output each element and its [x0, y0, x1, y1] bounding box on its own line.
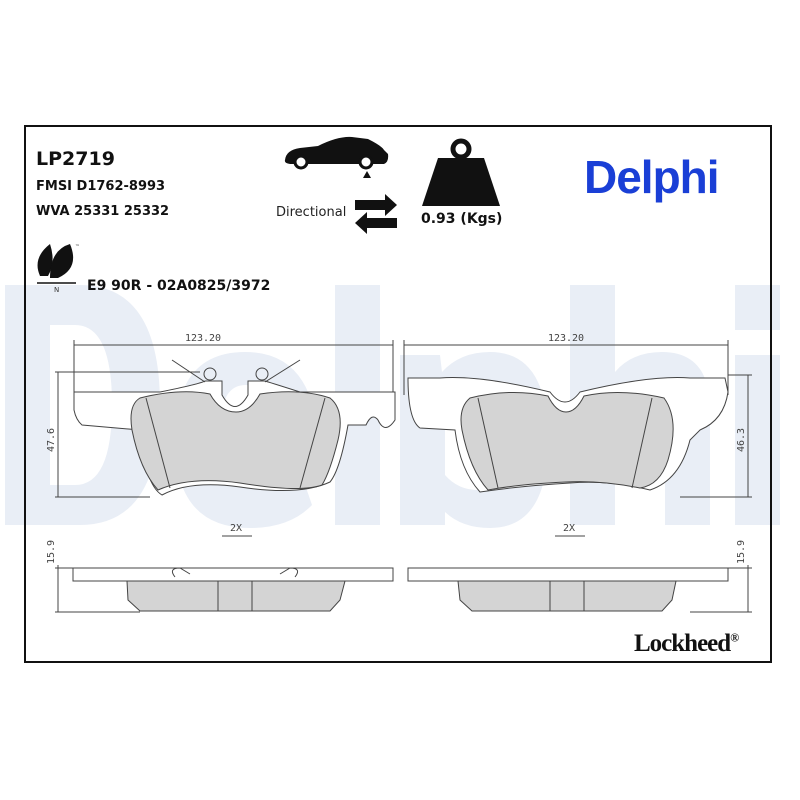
- width-label-right: 123.20: [548, 333, 584, 344]
- eco-leaves-icon: N ™: [37, 244, 80, 294]
- right-pad-side-view: [407, 565, 752, 613]
- left-pad-side-view: [55, 565, 394, 613]
- lockheed-text: Lockheed: [634, 630, 731, 657]
- car-rear-axle-icon: [284, 136, 389, 178]
- wva-code: WVA 25331 25332: [36, 204, 170, 219]
- weight-value: 0.93 (Kgs): [421, 211, 503, 227]
- height-label-right: 46.3: [736, 428, 747, 452]
- directional-label: Directional: [276, 205, 347, 220]
- left-pad-top-view: [55, 340, 396, 498]
- product-frame: [24, 125, 772, 663]
- weight-icon: [422, 138, 500, 206]
- width-label-left: 123.20: [185, 333, 221, 344]
- thickness-label-right: 15.9: [736, 540, 747, 564]
- quantity-left: 2X: [230, 523, 242, 534]
- watermark-letter-i-dot: [735, 285, 780, 330]
- registered-mark: ®: [730, 630, 739, 645]
- delphi-logo: Delphi: [584, 151, 720, 203]
- approval-code: E9 90R - 02A0825/3972: [87, 278, 271, 294]
- eco-tm: ™: [75, 244, 80, 250]
- part-number: LP2719: [36, 148, 115, 170]
- quantity-right: 2X: [563, 523, 575, 534]
- lockheed-logo: Lockheed®: [634, 630, 739, 658]
- right-pad-top-view: [403, 340, 752, 498]
- thickness-label-left: 15.9: [46, 540, 57, 564]
- fmsi-code: FMSI D1762-8993: [36, 179, 166, 194]
- eco-mark-letter: N: [54, 286, 59, 294]
- direction-arrows-icon: [355, 194, 397, 234]
- height-label-left: 47.6: [46, 428, 57, 452]
